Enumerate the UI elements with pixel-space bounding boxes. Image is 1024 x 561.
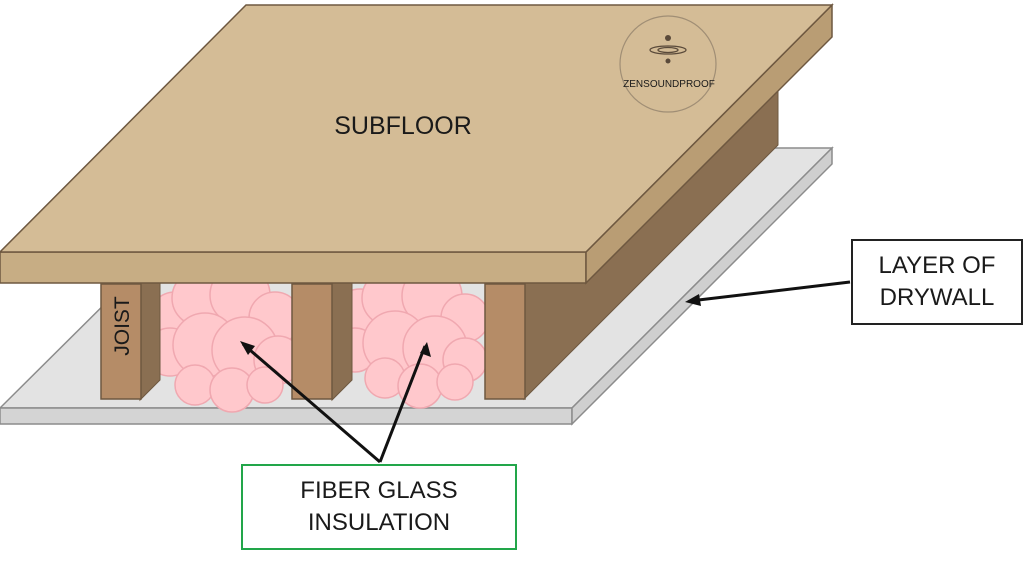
- arrow-head-insulation-right: [420, 342, 431, 357]
- joist-3: [484, 283, 526, 400]
- insulation-label-line2: INSULATION: [307, 509, 451, 536]
- arrow-to-drywall: [689, 280, 851, 303]
- drywall-label-line1: LAYER OF: [878, 252, 996, 279]
- arrow-heads: [240, 294, 701, 357]
- arrow-to-insulation-right: [378, 345, 427, 463]
- joist-2: [291, 262, 353, 402]
- arrow-head-drywall: [685, 294, 701, 306]
- pointer-arrows: [242, 280, 851, 464]
- subfloor-label: SUBFLOOR: [334, 112, 472, 140]
- insulation-label-box: FIBER GLASS INSULATION: [241, 464, 517, 550]
- zensoundproof-logo: ZENSOUNDPROOF: [619, 15, 717, 113]
- subfloor: [0, 3, 834, 285]
- drywall-label-line2: DRYWALL: [879, 284, 995, 311]
- logo-text: ZENSOUNDPROOF: [623, 79, 715, 90]
- joist-label: JOIST: [111, 296, 134, 356]
- arrow-to-insulation-left: [242, 342, 381, 464]
- insulation-label-line1: FIBER GLASS: [300, 477, 458, 504]
- drywall-label-box: LAYER OF DRYWALL: [851, 239, 1023, 325]
- arrow-head-insulation-left: [240, 341, 255, 355]
